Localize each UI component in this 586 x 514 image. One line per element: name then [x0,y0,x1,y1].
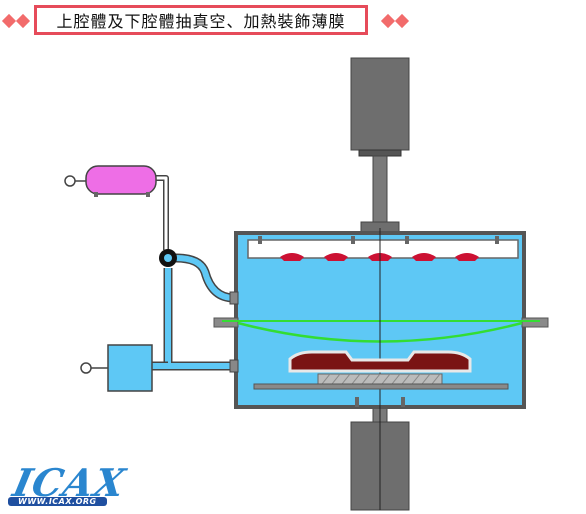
piping [152,175,235,371]
title-banner: 上腔體及下腔體抽真空、加熱裝飾薄膜 [34,5,368,35]
logo-url-text: WWW.ICAX.ORG [8,497,107,506]
upper-actuator-cylinder [350,57,410,233]
vacuum-pump-icon [80,344,153,392]
valve-icon [159,249,177,267]
air-tank-icon [64,165,157,197]
title-text: 上腔體及下腔體抽真空、加熱裝飾薄膜 [56,12,346,31]
icax-logo: ICAX WWW.ICAX.ORG [6,460,130,508]
vacuum-chamber [213,228,549,510]
mold-product [253,350,509,390]
